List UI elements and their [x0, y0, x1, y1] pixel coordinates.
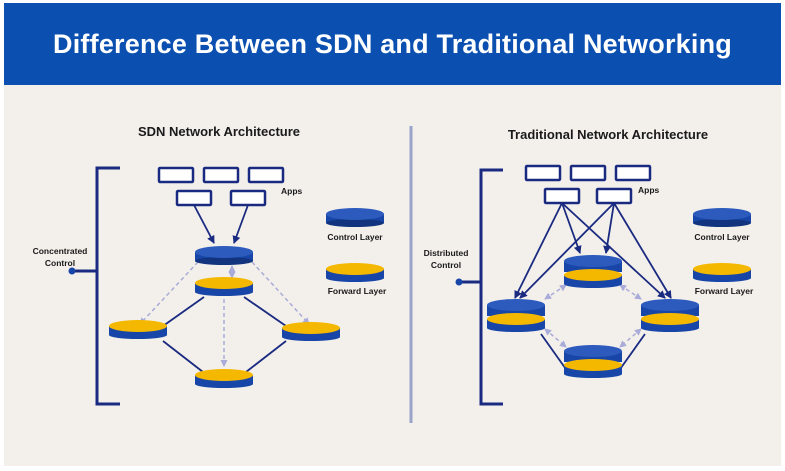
sdn-controller-node [195, 246, 253, 265]
sdn-control-links [139, 261, 310, 367]
page-title: Difference Between SDN and Traditional N… [53, 29, 732, 59]
sdn-control-label-2: Control [45, 258, 75, 268]
sdn-control-dot [68, 267, 76, 275]
title-banner: Difference Between SDN and Traditional N… [4, 3, 781, 85]
traditional-legend-control-label: Control Layer [694, 232, 750, 242]
sdn-heading: SDN Network Architecture [138, 124, 300, 139]
sdn-legend-forward-label: Forward Layer [328, 286, 387, 296]
traditional-app-boxes [524, 164, 652, 205]
traditional-node-top [564, 255, 622, 288]
traditional-control-label-1: Distributed [424, 248, 469, 258]
traditional-app-links [514, 202, 672, 299]
sdn-forward-node [195, 277, 253, 296]
traditional-peer-links [544, 284, 642, 348]
traditional-control-bracket [459, 168, 503, 406]
traditional-node-left [487, 299, 545, 332]
sdn-control-label-1: Concentrated [33, 246, 88, 256]
sdn-forward-node [282, 322, 340, 341]
sdn-app-boxes [157, 166, 285, 207]
traditional-heading: Traditional Network Architecture [508, 127, 708, 142]
sdn-apps-label: Apps [281, 186, 303, 196]
traditional-control-dot [455, 278, 463, 286]
sdn-app-links [193, 204, 249, 244]
sdn-legend-forward-icon [326, 263, 384, 282]
traditional-apps-label: Apps [638, 185, 660, 195]
traditional-legend-control-icon [693, 208, 751, 227]
traditional-node-bottom [564, 345, 622, 378]
traditional-node-right [641, 299, 699, 332]
sdn-legend-control-icon [326, 208, 384, 227]
sdn-forward-links [162, 296, 287, 373]
sdn-legend-control-label: Control Layer [327, 232, 383, 242]
traditional-legend-forward-icon [693, 263, 751, 282]
traditional-legend-forward-label: Forward Layer [695, 286, 754, 296]
sdn-forward-node [195, 369, 253, 388]
sdn-forward-node [109, 320, 167, 339]
diagram-panel [4, 85, 781, 466]
traditional-control-label-2: Control [431, 260, 461, 270]
sdn-control-bracket [72, 166, 120, 406]
